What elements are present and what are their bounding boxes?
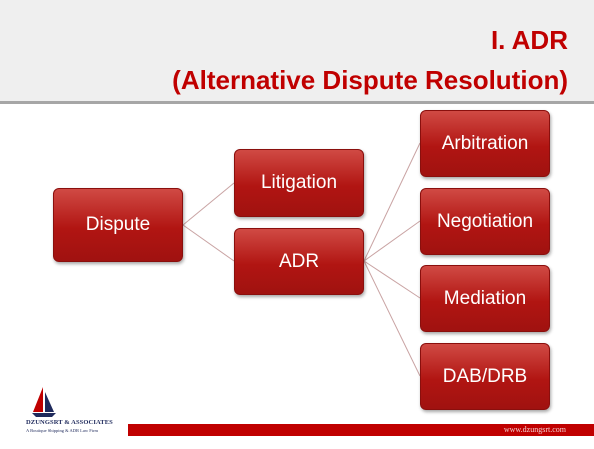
- node-mediation: Mediation: [420, 265, 550, 332]
- node-dispute: Dispute: [53, 188, 183, 262]
- connector-adr-mediation: [363, 260, 421, 299]
- slide-subtitle: (Alternative Dispute Resolution): [172, 65, 568, 95]
- logo-firm-name: DZUNGSRT & ASSOCIATES: [26, 419, 113, 426]
- connector-dispute-litigation: [182, 182, 235, 226]
- connector-dispute-adr: [182, 224, 235, 262]
- node-arbitration: Arbitration: [420, 110, 550, 177]
- connector-adr-arbitration: [363, 142, 421, 262]
- footer-url: www.dzungsrt.com: [503, 425, 566, 434]
- connector-adr-dabdrb: [363, 260, 421, 377]
- header-band: [0, 0, 594, 101]
- sailboat-icon: [32, 387, 56, 417]
- node-adr: ADR: [234, 228, 364, 295]
- slide-title: I. ADR: [490, 25, 568, 55]
- node-litigation: Litigation: [234, 149, 364, 217]
- firm-logo: DZUNGSRT & ASSOCIATES A Boutique Shippin…: [26, 386, 126, 436]
- footer-bar: [128, 424, 594, 436]
- node-negotiation: Negotiation: [420, 188, 550, 255]
- connector-adr-negotiation: [363, 220, 421, 262]
- node-dab-drb: DAB/DRB: [420, 343, 550, 410]
- logo-tagline: A Boutique Shipping & ADR Law Firm: [26, 428, 99, 433]
- header-divider: [0, 101, 594, 104]
